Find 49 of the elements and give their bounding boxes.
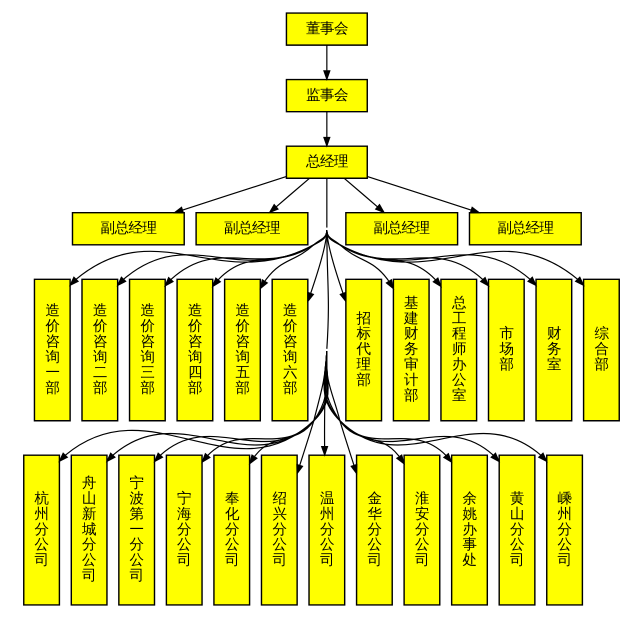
arrow: [172, 176, 286, 214]
node-box: 淮安分公司: [403, 454, 440, 606]
node-box: 杭州分公司: [23, 454, 60, 606]
node-box: 黄山分公司: [498, 454, 536, 606]
arrow: [324, 351, 405, 466]
node-box: 副总经理: [468, 212, 582, 246]
node-box: 副总经理: [345, 212, 458, 246]
node-box: 总经理: [286, 145, 368, 179]
node-box: 总工程师办公室: [440, 278, 478, 422]
arrow: [323, 112, 331, 148]
node-box: 财务室: [535, 278, 572, 422]
node-box: 宁波第一分公司: [118, 454, 156, 606]
node-box: 余姚办事处: [450, 454, 488, 606]
node-box: 副总经理: [72, 212, 185, 246]
node-box: 温州分公司: [308, 454, 346, 606]
node-box: 副总经理: [195, 212, 309, 246]
node-box: 造价咨询五部: [224, 278, 261, 422]
arrow: [326, 230, 490, 288]
arrow: [268, 178, 310, 214]
node-box: 董事会: [286, 12, 368, 46]
arrow: [324, 351, 500, 463]
node-box: 嵊州分公司: [546, 454, 584, 606]
node-box: 造价咨询四部: [176, 278, 214, 422]
arrow: [323, 45, 331, 81]
node-box: 舟山新城分公司: [70, 454, 108, 606]
arrow: [367, 176, 481, 214]
node-box: 造价咨询六部: [271, 278, 309, 422]
arrow: [344, 178, 386, 214]
node-box: 市场部: [488, 278, 525, 422]
arrow: [326, 230, 538, 287]
arrow: [326, 351, 358, 476]
node-box: 造价咨询一部: [34, 278, 71, 422]
node-box: 造价咨询二部: [81, 278, 118, 422]
arrow: [58, 230, 329, 462]
node-box: 奉化分公司: [213, 454, 250, 606]
node-box: 监事会: [286, 78, 368, 112]
arrow: [326, 230, 585, 287]
node-box: 综合部: [582, 278, 620, 422]
arrow: [324, 351, 453, 464]
node-box: 绍兴分公司: [260, 454, 298, 606]
node-box: 金华分公司: [356, 454, 393, 606]
node-box: 基建财务审计部: [392, 278, 430, 422]
arrow: [68, 178, 328, 287]
arrow: [326, 230, 442, 288]
node-box: 宁海分公司: [166, 454, 203, 606]
arrow: [326, 230, 394, 290]
node-box: 造价咨询三部: [128, 278, 166, 422]
node-box: 招标代理部: [345, 278, 382, 422]
arrow: [324, 351, 548, 463]
